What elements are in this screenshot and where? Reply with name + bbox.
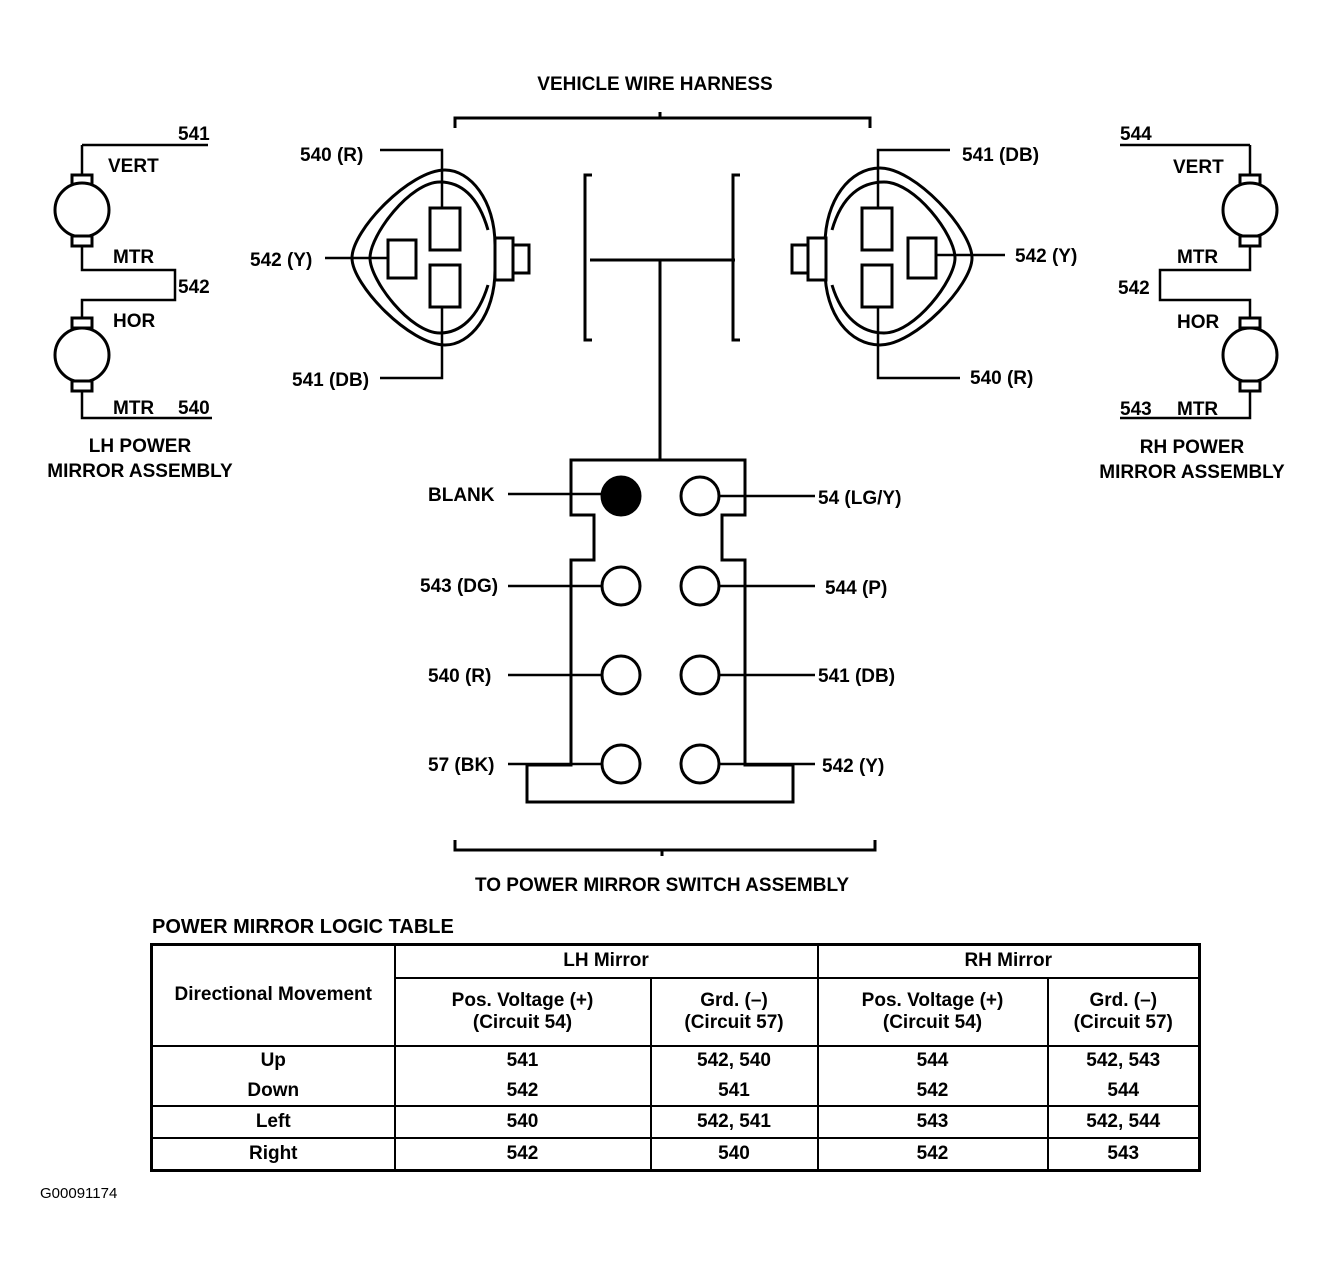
switch-bottom-brace [453,840,877,856]
table-cell: 544 [1046,1075,1201,1107]
rh-mirror-assembly: 544 VERT MTR 542 HOR 543 MTR RH POWER MI… [1099,124,1285,483]
rh-wire-542: 542 [1118,278,1150,299]
col-rh-pos: Pos. Voltage (+)(Circuit 54) [816,977,1049,1047]
lh-conn-pin-middle: 542 (Y) [250,250,312,271]
lh-conn-pin-top: 540 (R) [300,145,363,166]
lh-harness-connector: 540 (R) 542 (Y) 541 (DB) [250,145,531,391]
switch-pin-540 [600,654,642,696]
col-lh-pos: Pos. Voltage (+)(Circuit 54) [393,977,652,1047]
group-lh-mirror: LH Mirror [393,944,819,979]
lh-wire-542: 542 [178,277,210,298]
col-lh-grd: Grd. (–)(Circuit 57) [649,977,819,1047]
rh-mtr-lower-label: MTR [1177,399,1218,420]
rh-vert-motor [1221,181,1279,239]
table-cell: 542 [393,1075,652,1107]
switch-pin-label-542: 542 (Y) [822,756,884,777]
table-cell: 543 [816,1105,1049,1139]
harness-top-brace [453,112,872,128]
table-cell: 543 [1046,1137,1201,1171]
switch-pin-label-541: 541 (DB) [818,666,895,687]
rh-harness-connector: 541 (DB) 542 (Y) 540 (R) [790,145,1077,389]
lh-mtr-upper-label: MTR [113,247,154,268]
movement-right: Right [150,1137,396,1171]
harness-right-bracket [731,173,740,342]
rh-hor-motor [1221,326,1279,384]
lh-caption-line1: LH POWER [89,436,192,457]
lh-vert-label: VERT [108,156,159,177]
row-header: Directional Movement [150,944,396,1047]
switch-pin-label-540: 540 (R) [428,666,491,687]
table-cell: 542 [393,1137,652,1171]
logic-table: Directional Movement LH Mirror RH Mirror… [150,943,1201,1172]
lh-hor-motor-cap-bottom [70,379,94,393]
lh-mirror-assembly: 541 VERT MTR 542 HOR MTR 540 LH POWER MI… [47,124,233,482]
harness-title: VEHICLE WIRE HARNESS [537,74,772,95]
harness-trunk [590,258,735,460]
rh-wire-543: 543 [1120,399,1152,420]
switch-pin-543 [600,565,642,607]
table-row: Up 541 542, 540 544 542, 543 [150,1045,1201,1076]
switch-pin-label-544: 544 (P) [825,578,887,599]
movement-down: Down [150,1075,396,1107]
switch-pin-54 [679,475,721,517]
rh-vert-motor-cap-bottom [1238,234,1262,248]
switch-pin-label-blank: BLANK [428,485,495,506]
rh-conn-pin-top: 541 (DB) [962,145,1039,166]
table-cell: 541 [393,1045,652,1076]
switch-pin-544 [679,565,721,607]
col-rh-grd: Grd. (–)(Circuit 57) [1046,977,1201,1047]
switch-pin-label-57: 57 (BK) [428,755,495,776]
lh-wire-540: 540 [178,398,210,419]
movement-up: Up [150,1045,396,1076]
switch-connector: BLANK 543 (DG) 540 (R) 57 (BK) 54 (LG/Y)… [420,458,901,804]
table-cell: 540 [393,1105,652,1139]
movement-left: Left [150,1105,396,1139]
lh-hor-label: HOR [113,311,156,332]
harness-left-bracket [583,173,592,342]
rh-hor-label: HOR [1177,312,1220,333]
lh-vert-motor-cap-bottom [70,234,94,248]
table-row: Left 540 542, 541 543 542, 544 [150,1105,1201,1139]
table-row: Right 542 540 542 543 [150,1137,1201,1171]
rh-mtr-upper-label: MTR [1177,247,1218,268]
table-cell: 542, 544 [1046,1105,1201,1139]
rh-wire-544: 544 [1120,124,1152,145]
lh-hor-motor [53,326,111,384]
lh-wire-541: 541 [178,124,210,145]
table-cell: 542, 543 [1046,1045,1201,1076]
table-cell: 542 [816,1075,1049,1107]
rh-conn-pin-bottom: 540 (R) [970,368,1033,389]
table-cell: 544 [816,1045,1049,1076]
table-cell: 540 [649,1137,819,1171]
rh-hor-motor-cap-bottom [1238,379,1262,393]
rh-caption-line1: RH POWER [1140,437,1245,458]
switch-pin-label-54: 54 (LG/Y) [818,488,901,509]
lh-mtr-lower-label: MTR [113,398,154,419]
rh-caption-line2: MIRROR ASSEMBLY [1099,462,1285,483]
rh-conn-pin-middle: 542 (Y) [1015,246,1077,267]
table-cell: 542, 541 [649,1105,819,1139]
logic-table-title: POWER MIRROR LOGIC TABLE [152,916,454,938]
switch-pin-label-543: 543 (DG) [420,576,498,597]
switch-pin-57 [600,743,642,785]
table-cell: 542 [816,1137,1049,1171]
switch-pin-542 [679,743,721,785]
lh-vert-motor [53,181,111,239]
table-cell: 541 [649,1075,819,1107]
rh-vert-label: VERT [1173,157,1224,178]
figure-id: G00091174 [40,1185,118,1202]
table-cell: 542, 540 [649,1045,819,1076]
switch-pin-541 [679,654,721,696]
lh-caption-line2: MIRROR ASSEMBLY [47,461,233,482]
group-rh-mirror: RH Mirror [816,944,1201,979]
table-row: Down 542 541 542 544 [150,1075,1201,1107]
switch-caption: TO POWER MIRROR SWITCH ASSEMBLY [475,875,849,896]
lh-conn-pin-bottom: 541 (DB) [292,370,369,391]
switch-pin-blank [600,475,642,517]
